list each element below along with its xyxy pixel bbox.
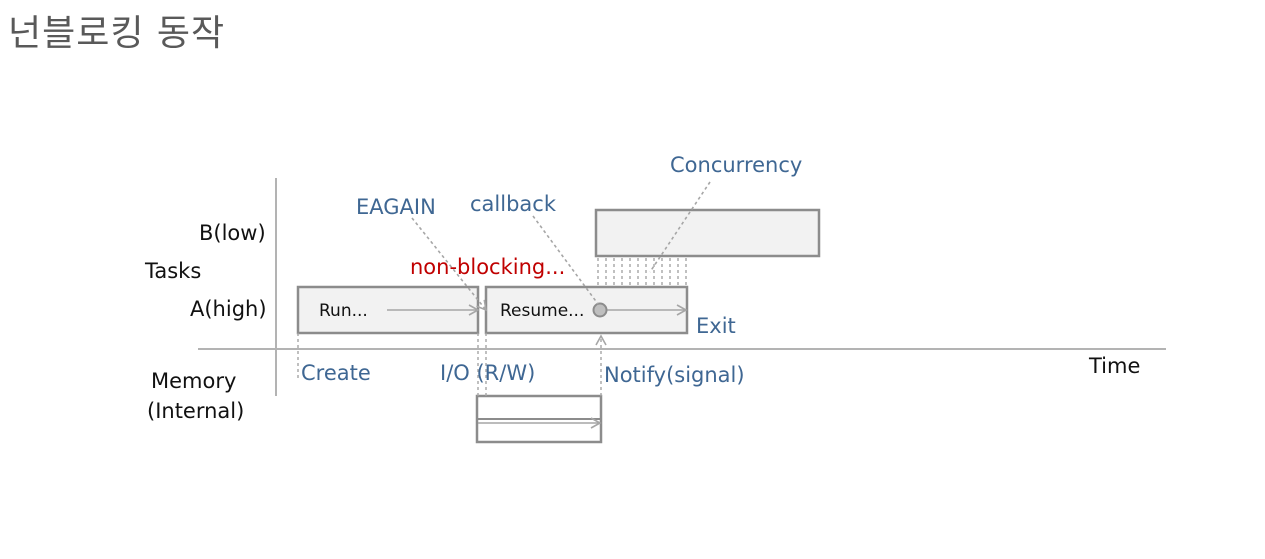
create-label: Create [301,361,371,385]
eagain-label: EAGAIN [356,195,436,219]
notify-label: Notify(signal) [604,363,745,387]
callback-label: callback [470,192,557,216]
task-b-box [594,208,821,258]
task-a-label: A(high) [190,297,267,321]
task-b-label: B(low) [199,221,266,245]
concurrency-dotted-lines [597,258,687,286]
callback-point [592,302,608,318]
page-title: 넌블로킹 동작 [8,13,226,54]
run-label: Run... [319,301,368,321]
memory-label: Memory [151,369,236,393]
concurrency-callout [649,181,711,273]
concurrency-label: Concurrency [670,153,802,177]
eagain-callout [411,217,488,312]
callback-callout [532,215,599,305]
tasks-label: Tasks [144,259,201,283]
non-blocking-label: non-blocking... [410,255,565,279]
exit-label: Exit [696,314,736,338]
io-label: I/O (R/W) [440,361,535,385]
memory-internal-label: (Internal) [147,399,244,423]
time-label: Time [1088,354,1140,378]
resume-label: Resume... [500,301,584,321]
